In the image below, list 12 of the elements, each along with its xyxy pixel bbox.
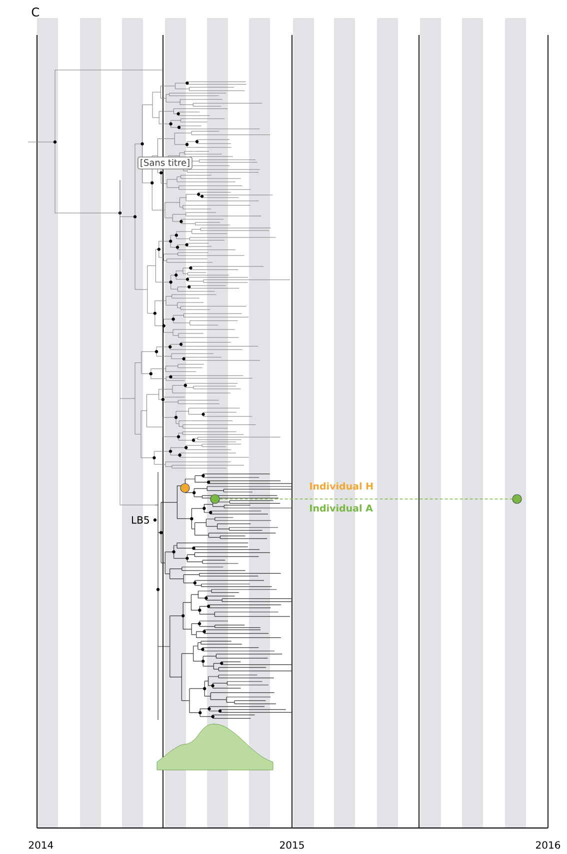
lineage-label: LB5 <box>132 516 149 524</box>
year-label: 2014 <box>28 841 54 849</box>
panel-letter: C <box>32 7 39 17</box>
sample-dot <box>512 494 522 504</box>
dashed-line <box>219 498 513 500</box>
individual-label: Individual H <box>310 482 373 490</box>
sample-dot <box>180 483 190 493</box>
individual-label: Individual A <box>310 504 373 512</box>
year-label: 2015 <box>280 841 304 849</box>
sample-dot <box>210 494 220 504</box>
year-label: 2016 <box>536 841 560 849</box>
label-box: [Sans titre] <box>138 156 192 170</box>
